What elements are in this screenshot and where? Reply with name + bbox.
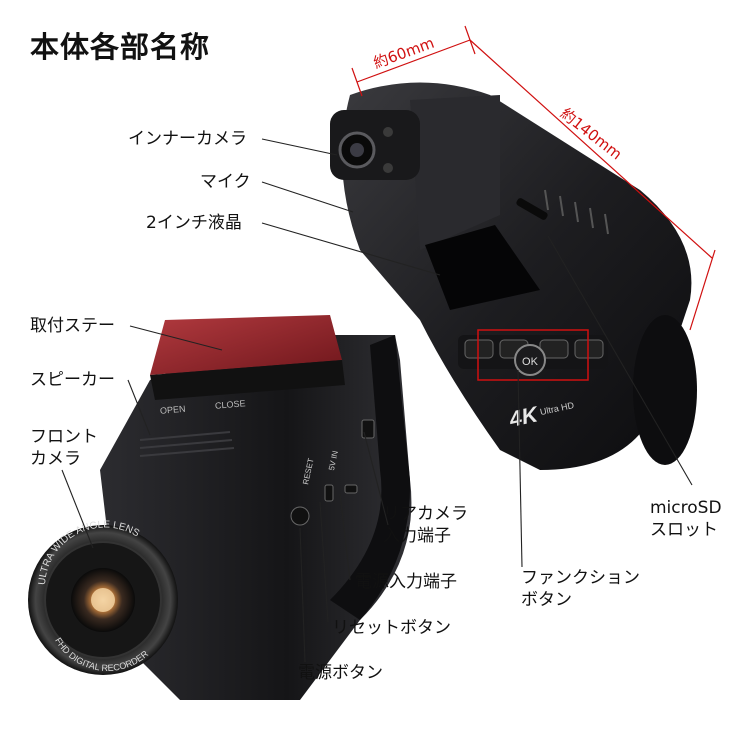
front-unit: OPEN CLOSE ULTRA WIDE ANGLE LENS FHD DIG…: [28, 315, 412, 700]
function-buttons-highlight: [477, 329, 589, 381]
leader-lines: [61, 138, 693, 663]
ok-button-label: OK: [522, 356, 539, 368]
label-power-input: 電源入力端子: [355, 572, 457, 592]
close-marking: CLOSE: [215, 398, 246, 411]
power-in-marking: 5V IN: [327, 450, 340, 472]
label-front-camera: フロント カメラ: [30, 427, 98, 469]
dimension-lines: [351, 25, 716, 331]
function-button-row: OK: [458, 335, 608, 376]
mount-stay-pad: [150, 315, 342, 375]
rear-unit: OK 4K Ultra HD: [330, 82, 697, 470]
microsd-slot: [516, 198, 548, 220]
rear-camera-port: [361, 419, 375, 439]
ok-button: [514, 344, 546, 376]
label-reset-button: リセットボタン: [332, 618, 451, 638]
label-function-buttons: ファンクション ボタン: [521, 568, 640, 610]
label-rear-camera-input: リアカメラ 入力端子: [383, 504, 468, 546]
power-button: [290, 506, 310, 526]
label-inner-camera: インナーカメラ: [128, 129, 247, 149]
label-microsd-slot: microSD スロット: [650, 498, 722, 540]
label-mount-stay: 取付ステー: [30, 316, 115, 336]
label-mic: マイク: [200, 172, 251, 192]
open-marking: OPEN: [160, 404, 186, 416]
label-speaker: スピーカー: [30, 370, 115, 390]
label-power-button: 電源ボタン: [298, 663, 383, 683]
page-title: 本体各部名称: [30, 30, 211, 64]
reset-hole: [324, 484, 334, 502]
label-lcd: 2インチ液晶: [146, 213, 242, 233]
power-input-port: [344, 484, 358, 494]
rear-mount-knob: [633, 315, 697, 465]
speaker-grill: [139, 431, 235, 457]
lcd-screen: [425, 225, 540, 310]
